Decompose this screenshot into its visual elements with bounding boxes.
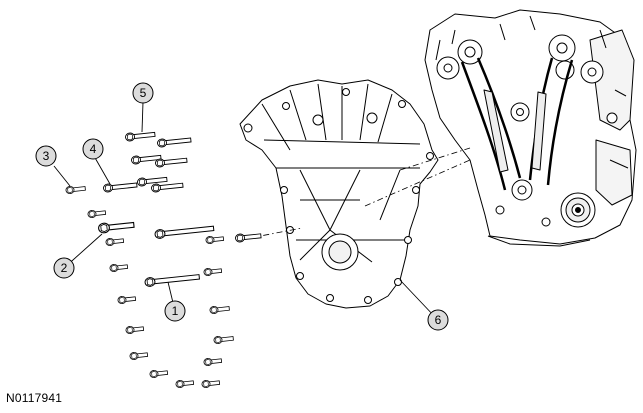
bolt: [87, 209, 107, 219]
callout-1-label: 1: [172, 304, 179, 318]
bolt: [154, 225, 215, 239]
bolt: [157, 137, 192, 148]
bolt: [137, 176, 168, 187]
callout-group: 1 2 3 4 5 6: [35, 82, 449, 331]
bolt: [151, 182, 184, 193]
callout-6-label: 6: [435, 313, 442, 327]
bolt: [203, 357, 223, 367]
engine-block-illustration: [424, 9, 637, 247]
bolt: [203, 267, 223, 277]
callout-3: 3: [35, 145, 57, 167]
bolt: [209, 305, 230, 315]
callout-5: 5: [132, 82, 154, 104]
bolt: [155, 157, 188, 168]
bolt: [149, 369, 169, 379]
callout-4-label: 4: [90, 142, 97, 156]
bolt: [105, 237, 125, 247]
figure-id: N0117941: [6, 391, 63, 405]
alignment-lines: [249, 147, 471, 239]
callout-1: 1: [164, 300, 186, 322]
bolt: [65, 185, 86, 195]
bolt: [131, 154, 162, 165]
bolt: [144, 274, 201, 287]
bolt: [117, 295, 137, 305]
bolt: [213, 335, 234, 345]
bolt: [109, 263, 129, 273]
callout-2-label: 2: [61, 261, 68, 275]
callout-4: 4: [82, 138, 104, 160]
bolt: [235, 233, 262, 243]
callout-3-label: 3: [43, 149, 50, 163]
bolt: [125, 131, 156, 142]
bolt: [205, 235, 225, 245]
bolt-set: [65, 131, 262, 389]
bolt: [129, 351, 149, 361]
bolt: [98, 221, 135, 234]
engine-front-cover-illustration: [239, 79, 439, 309]
bolt: [175, 379, 195, 389]
bolt: [103, 182, 138, 193]
callout-2: 2: [53, 257, 75, 279]
bolt: [125, 325, 145, 335]
callout-5-label: 5: [140, 86, 147, 100]
callout-6: 6: [427, 309, 449, 331]
bolt: [201, 379, 221, 389]
